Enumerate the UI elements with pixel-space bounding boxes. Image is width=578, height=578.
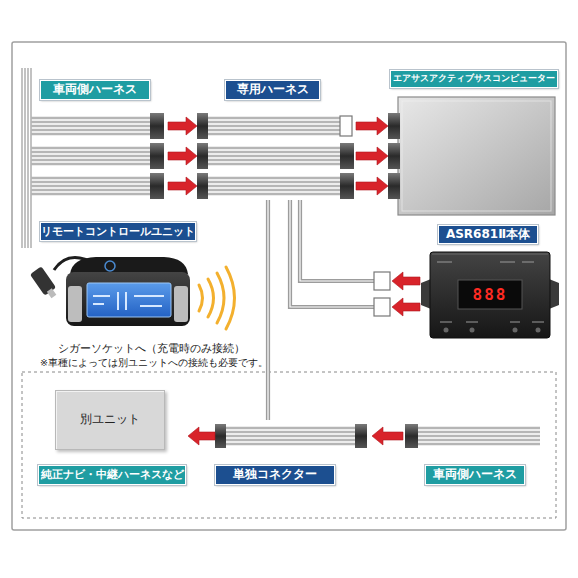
red-arrow — [356, 147, 388, 165]
component-node: エアサスアクティブサスコンピューター — [388, 68, 560, 218]
option-area — [22, 372, 556, 518]
heading-band: 純正ナビ・中継ハーネスなど — [38, 465, 186, 485]
branch-wire — [300, 200, 374, 281]
outer-frame — [12, 42, 566, 530]
unit-print — [437, 262, 544, 322]
unit-button — [536, 328, 541, 333]
red-arrow — [168, 177, 197, 195]
remote-top — [70, 257, 188, 274]
heading-band: 車両側ハーネス — [425, 465, 525, 485]
connector — [290, 200, 420, 316]
red-arrow — [372, 427, 403, 445]
red-arrow — [356, 177, 388, 195]
connector — [150, 143, 164, 169]
heading-band: リモートコントロールユニット — [40, 222, 196, 241]
harness-wires — [208, 118, 340, 194]
harness-wires — [418, 428, 540, 444]
component-node: ASR681Ⅱ本体 888 — [420, 223, 560, 343]
connector — [388, 113, 400, 139]
heading-band: 車両側ハーネス — [40, 80, 150, 100]
connector — [372, 427, 403, 445]
remote-side — [68, 286, 82, 322]
connector — [340, 116, 352, 136]
remote-logo — [105, 261, 115, 271]
connector — [356, 117, 388, 195]
unit-button — [470, 328, 475, 333]
connector — [268, 200, 269, 420]
connector — [197, 143, 208, 169]
branch-wire — [290, 200, 374, 307]
display-window — [458, 280, 522, 309]
connector — [168, 117, 197, 195]
red-arrow — [392, 298, 420, 316]
heading-band: 専用ハーネス — [225, 80, 320, 100]
unit-rim — [432, 254, 548, 255]
connector — [340, 143, 354, 169]
harness-wires — [226, 428, 355, 444]
remote-body — [66, 272, 190, 326]
heading-band: ASR681Ⅱ本体 — [438, 225, 538, 244]
connector — [197, 173, 208, 199]
wire-gap — [290, 200, 374, 307]
unit-button — [513, 328, 518, 333]
connector — [388, 173, 400, 199]
connector — [355, 424, 367, 448]
remote-lcd — [87, 283, 171, 317]
lcd-segments — [93, 292, 164, 310]
connector — [150, 113, 164, 139]
unit-body — [430, 252, 550, 338]
connector — [340, 173, 354, 199]
wire-gap — [300, 200, 374, 281]
unit-box: 別ユニット — [55, 390, 165, 450]
connector — [405, 424, 418, 448]
note-text: ※車種によっては別ユニットへの接続も必要です。 — [40, 357, 268, 368]
red-arrow — [188, 427, 215, 445]
computer-box — [398, 97, 555, 215]
component-node: リモートコントロールユニット — [38, 220, 198, 335]
connector — [215, 424, 226, 448]
wireless-waves — [199, 267, 235, 329]
computer-highlight — [402, 101, 551, 211]
unit-button — [444, 328, 449, 333]
connector — [388, 143, 400, 169]
red-arrow — [168, 117, 197, 135]
component-node: 単独コネクター — [215, 420, 372, 488]
component-node: 別ユニット純正ナビ・中継ハーネスなど — [38, 388, 188, 488]
red-arrow — [392, 272, 420, 290]
branch-wire — [266, 200, 270, 420]
connector — [197, 113, 208, 139]
connector — [188, 427, 215, 445]
component-node: 車両側ハーネス — [403, 420, 545, 488]
component-node: 専用ハーネス — [197, 78, 356, 200]
led-digits: 888 — [462, 284, 518, 305]
remote-side — [174, 286, 188, 322]
wire-ends — [22, 68, 31, 248]
red-arrow — [356, 117, 388, 135]
red-arrow — [168, 147, 197, 165]
connector-plug — [374, 298, 390, 316]
connector-plug — [374, 272, 390, 290]
heading-band: 単独コネクター — [215, 465, 335, 485]
harness-wires — [31, 118, 150, 194]
wire-gap — [267, 200, 268, 420]
heading-band: エアサスアクティブサスコンピューター — [390, 70, 558, 88]
component-node: 車両側ハーネス — [22, 78, 168, 200]
plug-tip — [47, 288, 57, 298]
connector — [150, 173, 164, 199]
note-text: シガーソケットへ（充電時のみ接続） — [58, 342, 245, 355]
